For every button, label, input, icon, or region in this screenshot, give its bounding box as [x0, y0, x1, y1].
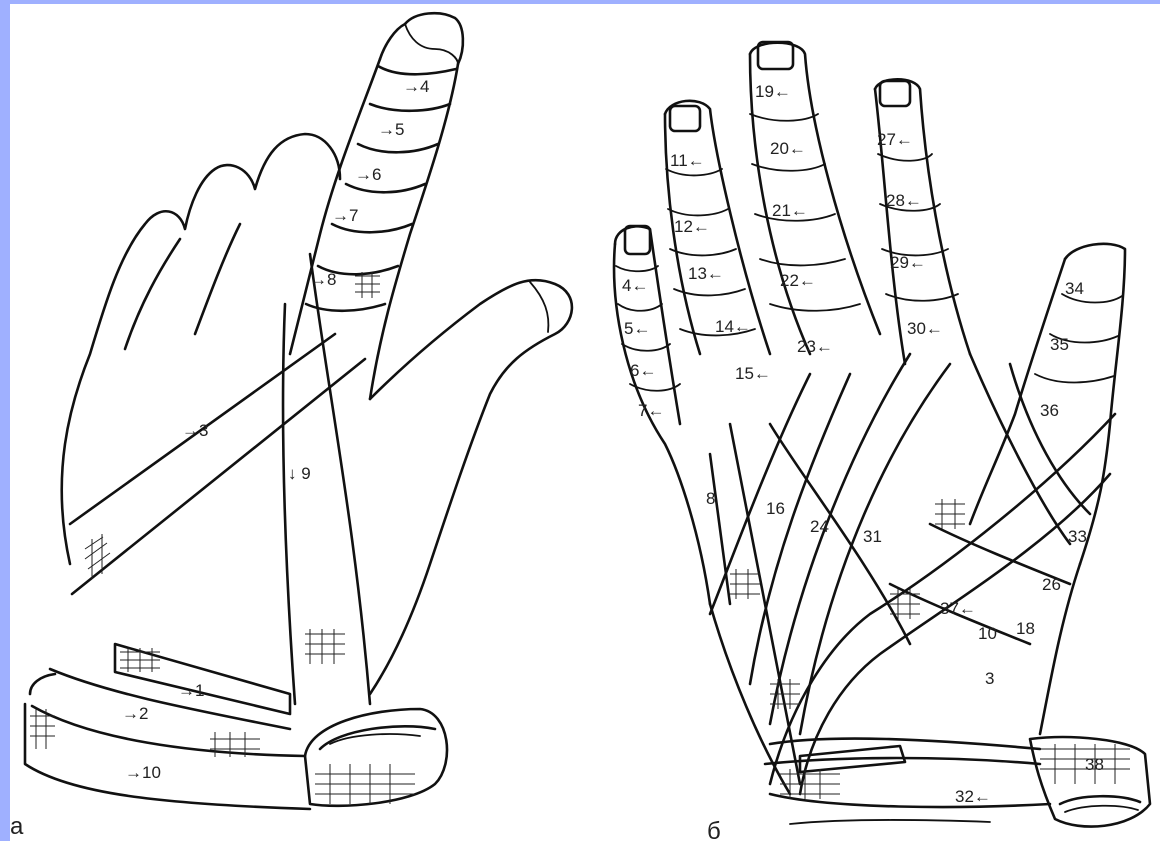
- turn-label: 5←: [624, 319, 650, 338]
- turn-label: 28←: [886, 191, 922, 210]
- turn-label: 20←: [770, 139, 806, 158]
- bandage-roll-b: [1030, 737, 1150, 826]
- turn-label: 32←: [955, 787, 991, 806]
- turn-label: 27←: [877, 130, 913, 149]
- turn-label: 35: [1050, 335, 1069, 354]
- turn-label: →5: [378, 120, 404, 139]
- turn-label: 10: [978, 624, 997, 643]
- turn-label: →8: [310, 270, 336, 289]
- turn-label: 4←: [622, 276, 648, 295]
- turn-label: 38: [1085, 755, 1104, 774]
- turn-label: 23←: [797, 337, 833, 356]
- turn-label: 13←: [688, 264, 724, 283]
- turn-label: 19←: [755, 82, 791, 101]
- turn-label: 8: [706, 489, 715, 508]
- turn-label: 33: [1068, 527, 1087, 546]
- turn-label: 36: [1040, 401, 1059, 420]
- turn-label: 31: [863, 527, 882, 546]
- panel-label-b: б: [707, 818, 721, 841]
- turn-label: 16: [766, 499, 785, 518]
- turn-label: 21←: [772, 201, 808, 220]
- wrist-turns-a: [25, 644, 310, 809]
- bandage-turn-3-a: [70, 334, 365, 594]
- turn-label: ↓ 9: [288, 464, 311, 483]
- turn-label: →4: [403, 77, 429, 96]
- crossing-strips-b: [710, 354, 1115, 794]
- figure-frame: →4 →5 →6 →7 →8 →3 ↓ 9 →1 →2 →10 а 4← 5← …: [10, 4, 1160, 841]
- wrist-turns-b: [765, 739, 1050, 824]
- turn-label: 6←: [630, 361, 656, 380]
- turn-label: 29←: [890, 253, 926, 272]
- turn-label: 12←: [674, 217, 710, 236]
- bandage-roll-a: [305, 709, 447, 806]
- turn-label: →2: [122, 704, 148, 723]
- turn-label: 14←: [715, 317, 751, 336]
- turn-label: →6: [355, 165, 381, 184]
- turn-labels-b: 4← 5← 6← 7← 8 11← 12← 13← 14← 15← 16 19←…: [622, 82, 1104, 841]
- hand-a: [62, 13, 572, 694]
- turn-label: 3: [985, 669, 994, 688]
- panel-label-a: а: [10, 813, 24, 840]
- turn-label: →7: [332, 206, 358, 225]
- turn-label: 37←: [940, 599, 976, 618]
- turn-label: 26: [1042, 575, 1061, 594]
- turn-label: 30←: [907, 319, 943, 338]
- turn-label: 34: [1065, 279, 1084, 298]
- turn-label: 22←: [780, 271, 816, 290]
- bandage-illustration: →4 →5 →6 →7 →8 →3 ↓ 9 →1 →2 →10 а 4← 5← …: [10, 4, 1160, 841]
- turn-label: 11←: [670, 151, 705, 170]
- turn-label: →1: [178, 681, 204, 700]
- turn-label: 24: [810, 517, 829, 536]
- turn-label: →3: [182, 421, 208, 440]
- turn-label: 15←: [735, 364, 771, 383]
- turn-label: 18: [1016, 619, 1035, 638]
- turn-label: 7←: [638, 401, 664, 420]
- turn-label: →10: [125, 763, 161, 782]
